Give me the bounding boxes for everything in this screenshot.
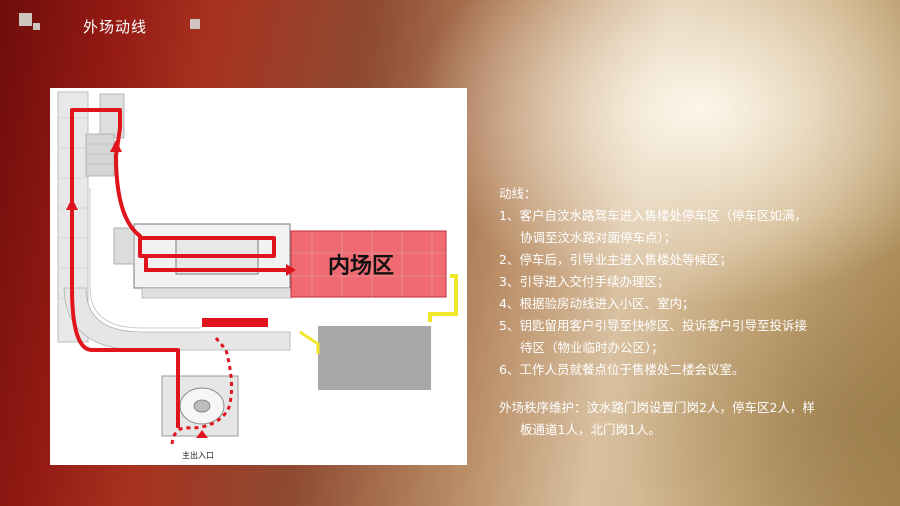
route-arrow-up-2 [110, 140, 122, 152]
note-item: 4、根据验房动线进入小区、室内； [499, 296, 695, 311]
grey-block [318, 326, 431, 390]
note-item: 6、工作人员就餐点位于售楼处二楼会议室。 [499, 362, 745, 377]
building-bottom-strip [141, 287, 293, 299]
inner-zone [290, 230, 447, 298]
route-arrow-zone [286, 264, 296, 276]
entrance-marker-icon [196, 430, 208, 438]
logo-square-large [19, 13, 32, 26]
building-left-wing [113, 227, 135, 265]
building-stairs [85, 133, 115, 177]
secondary-route [428, 274, 458, 322]
site-route-diagram: 内场区 主出入口 [50, 88, 467, 465]
page-title: 外场动线 [83, 18, 148, 36]
order-text: 板通道1人，北门岗1人。 [520, 422, 661, 437]
main-route [70, 108, 276, 428]
title-marker-square [190, 19, 200, 29]
secondary-route-arrow [299, 330, 320, 354]
note-item: 2、停车后，引导业主进入售楼处等候区； [499, 252, 732, 267]
note-item: 协调至汶水路对面停车点）； [520, 230, 677, 245]
note-item: 待区（物业临时办公区）； [520, 340, 664, 355]
dashed-route [170, 337, 233, 445]
logo-square-small [33, 23, 40, 30]
route-notes: 动线： 1、客户自汶水路驾车进入售楼处停车区（停车区如满， 协调至汶水路对面停车… [499, 183, 839, 441]
curved-road-inner [89, 188, 200, 329]
note-item: 3、引导进入交付手续办理区； [499, 274, 670, 289]
notes-heading: 动线： [499, 186, 537, 201]
inner-zone-label: 内场区 [328, 254, 394, 279]
order-heading: 外场秩序维护：汶水路门岗设置门岗2人，停车区2人，样 [499, 400, 815, 415]
label-strip [202, 318, 268, 327]
note-item: 5、钥匙留用客户引导至快修区、投诉客户引导至投诉接 [499, 318, 807, 333]
entrance-label: 主出入口 [182, 450, 214, 460]
note-item: 1、客户自汶水路驾车进入售楼处停车区（停车区如满， [499, 208, 807, 223]
route-to-zone [144, 256, 286, 272]
route-arrow-up [66, 198, 78, 210]
